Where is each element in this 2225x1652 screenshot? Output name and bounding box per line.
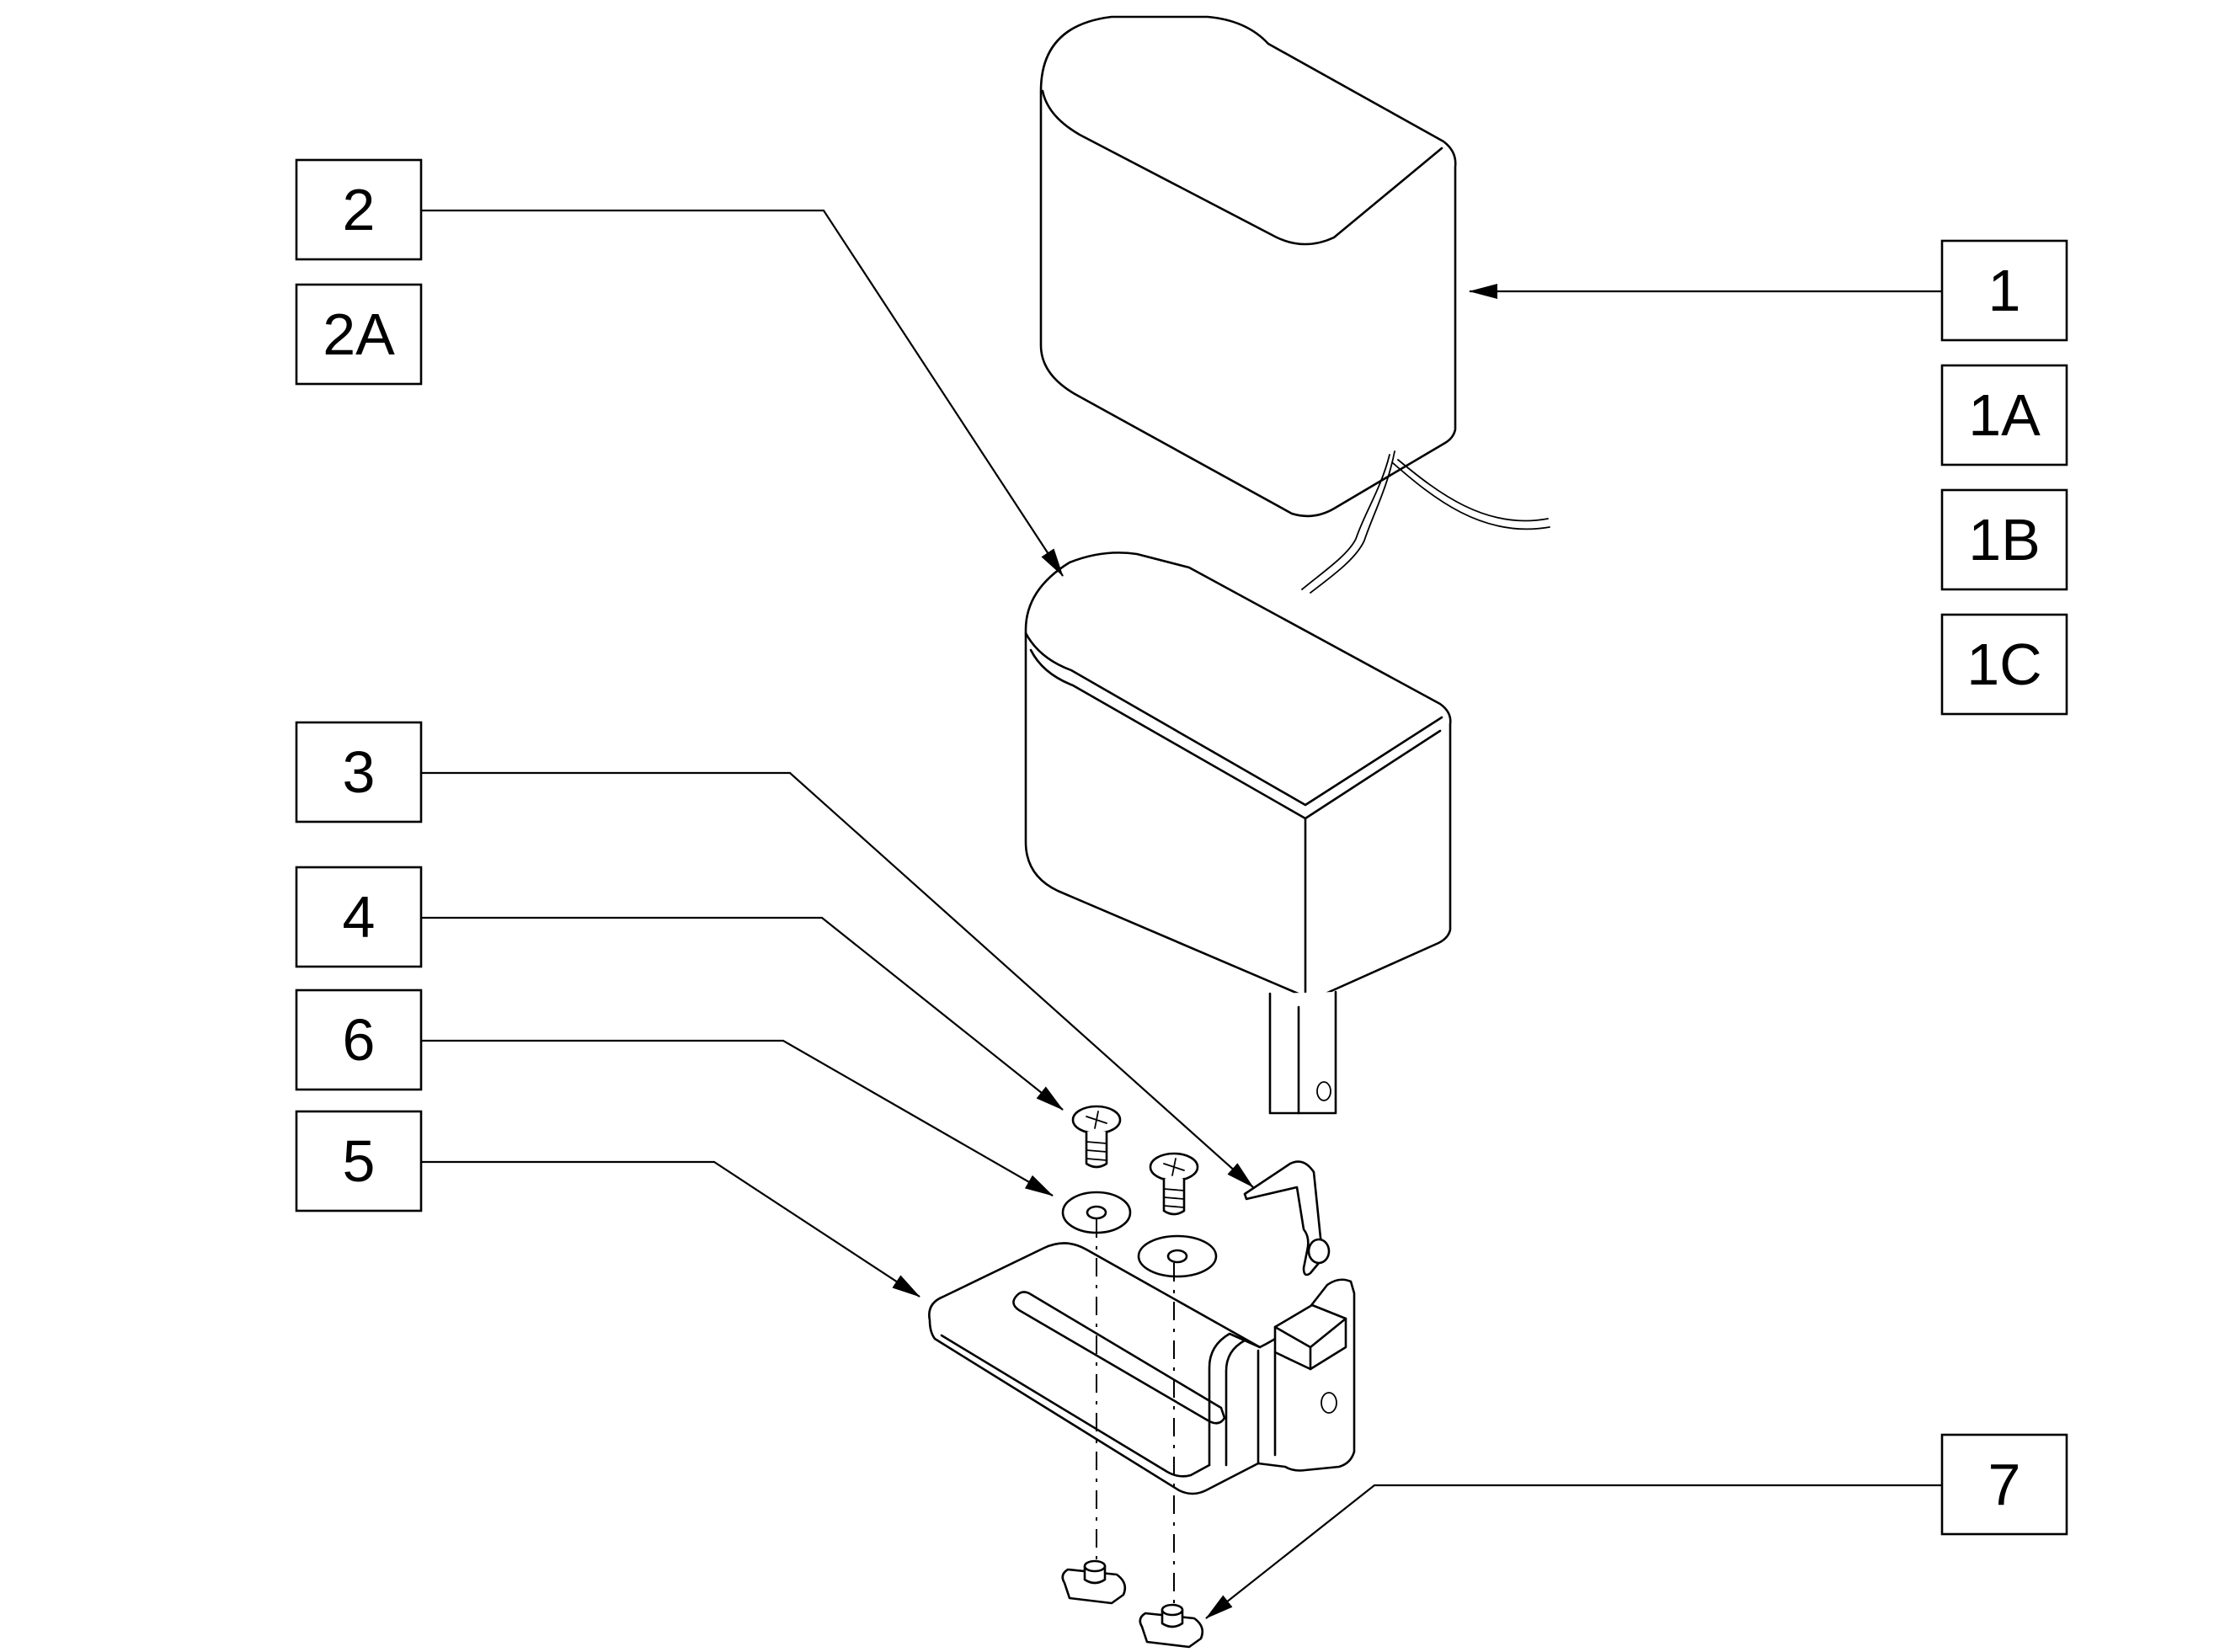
- leader-5: [421, 1160, 920, 1298]
- callout-2: 2: [295, 158, 423, 261]
- callout-6-label: 6: [343, 1007, 376, 1073]
- callout-2a: 2A: [295, 283, 423, 386]
- callout-1: 1: [1940, 239, 2068, 342]
- armrest-pad-cover: [1039, 15, 1550, 594]
- callout-7-label: 7: [1988, 1452, 2021, 1517]
- screw-right: [1149, 1152, 1199, 1216]
- washer-right: [1137, 1234, 1218, 1278]
- leader-2: [421, 209, 1064, 577]
- callout-2a-label: 2A: [323, 301, 395, 367]
- callout-7: 7: [1940, 1433, 2068, 1536]
- leader-6: [421, 1039, 1054, 1196]
- t-nut-right: [1139, 1603, 1204, 1649]
- callout-1a-label: 1A: [1968, 382, 2041, 448]
- callout-1b-label: 1B: [1968, 507, 2041, 573]
- callout-1c: 1C: [1940, 613, 2068, 716]
- armrest-pad: [1024, 552, 1452, 1115]
- callout-5-label: 5: [343, 1128, 376, 1194]
- callout-2-label: 2: [343, 177, 376, 242]
- callout-1c-label: 1C: [1966, 631, 2041, 697]
- t-nut-left: [1061, 1559, 1127, 1605]
- callout-5: 5: [295, 1110, 423, 1212]
- callout-1b: 1B: [1940, 488, 2068, 591]
- callout-4-label: 4: [343, 884, 376, 950]
- callout-3: 3: [295, 721, 423, 823]
- retaining-clip: [1243, 1160, 1331, 1276]
- callout-1a: 1A: [1940, 364, 2068, 466]
- leader-7: [1205, 1484, 1942, 1619]
- callout-1-label: 1: [1988, 258, 2021, 323]
- leader-3: [421, 771, 1254, 1188]
- mounting-bracket: [928, 1242, 1356, 1495]
- screw-left: [1071, 1105, 1122, 1169]
- leader-4: [421, 916, 1064, 1111]
- callout-3-label: 3: [343, 739, 376, 805]
- callout-6: 6: [295, 989, 423, 1091]
- callout-4: 4: [295, 866, 423, 968]
